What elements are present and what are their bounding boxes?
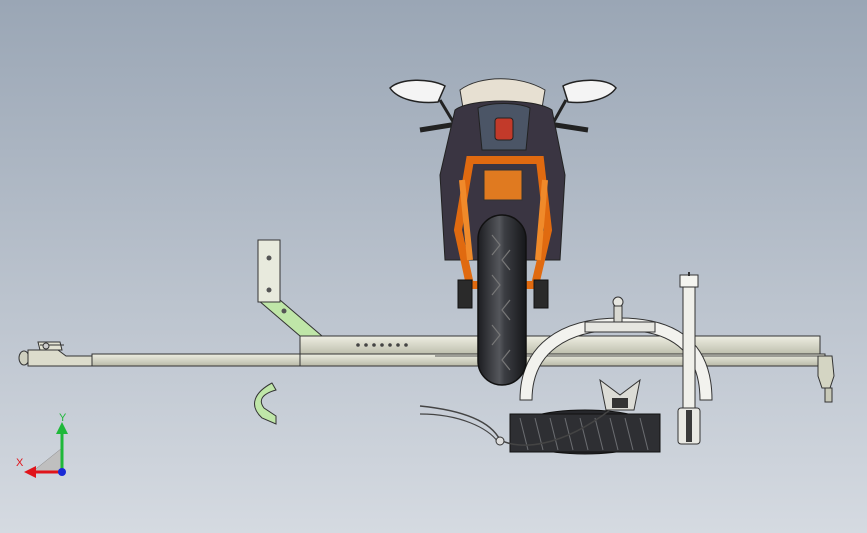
x-axis-label: X	[16, 457, 24, 469]
y-axis-label: Y	[59, 412, 67, 424]
hitch-coupler	[18, 341, 93, 367]
wheel-chock-bracket	[257, 239, 324, 337]
fender-arch	[519, 296, 713, 401]
jack-stand	[677, 272, 701, 445]
left-mirror	[389, 79, 446, 104]
axis-triad-graphic	[24, 422, 68, 478]
adjustment-holes	[356, 343, 408, 347]
axis-triad: X Y	[12, 410, 82, 480]
green-clip-part	[254, 382, 277, 425]
z-axis-marker	[58, 468, 66, 476]
spare-tire	[509, 378, 661, 455]
motorcycle-model	[389, 78, 617, 386]
right-mirror	[562, 79, 617, 104]
rear-tire	[477, 214, 527, 386]
